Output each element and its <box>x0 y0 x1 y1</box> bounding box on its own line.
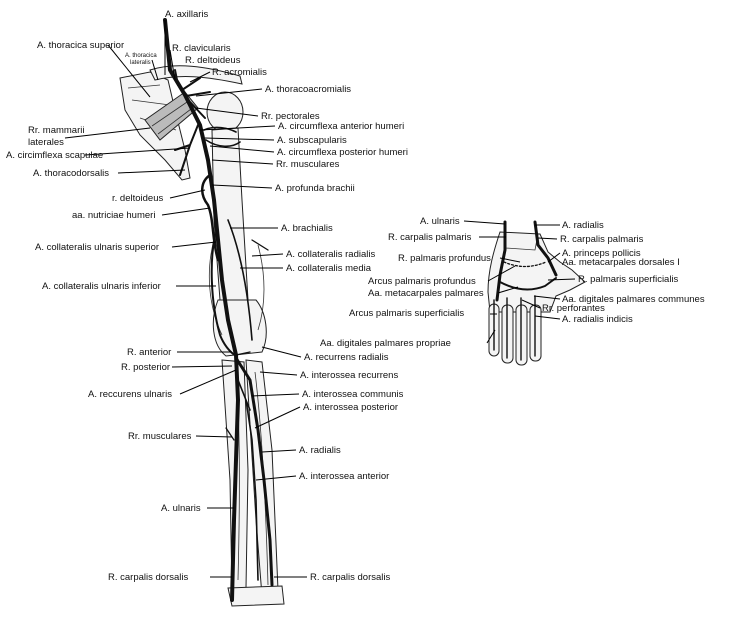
label-mammarii-2: laterales <box>28 137 64 148</box>
label-metacarpales-dorsales: Aa. metacarpales dorsales I <box>562 257 680 268</box>
label-perforantes: Rr. perforantes <box>542 303 605 314</box>
label-profunda-brachii: A. profunda brachii <box>275 183 355 194</box>
hand-radial-artery <box>533 220 558 277</box>
label-musculares-lower: Rr. musculares <box>128 431 192 442</box>
label-ulnaris: A. ulnaris <box>161 503 201 514</box>
label-subscapularis: A. subscapularis <box>277 135 347 146</box>
label-thoracica-lateralis-1: A. thoracica <box>125 53 157 59</box>
label-arcus-superficialis: Arcus palmaris superficialis <box>349 308 464 319</box>
label-interossea-posterior: A. interossea posterior <box>303 402 398 413</box>
label-brachialis: A. brachialis <box>281 223 333 234</box>
label-interossea-recurrens: A. interossea recurrens <box>300 370 398 381</box>
label-hand-ulnaris: A. ulnaris <box>420 216 460 227</box>
label-radialis: A. radialis <box>299 445 341 456</box>
label-r-deltoideus: r. deltoideus <box>112 193 163 204</box>
label-coll-radialis: A. collateralis radialis <box>286 249 375 260</box>
label-princeps-pollicis: A. princeps pollicis <box>562 248 641 259</box>
deep-palmar-arch <box>503 261 547 268</box>
hand-leader-lines <box>463 220 576 344</box>
label-r-anterior: R. anterior <box>127 347 171 358</box>
label-carpalis-dorsalis-right: R. carpalis dorsalis <box>310 572 390 583</box>
arm-labels: A. axillaris A. thoracica superior A. th… <box>6 9 408 583</box>
label-r-posterior: R. posterior <box>121 362 170 373</box>
arm-leader-lines <box>64 20 307 578</box>
small-branches <box>225 239 269 441</box>
hand-labels: A. ulnaris A. radialis R. carpalis palma… <box>320 216 705 349</box>
label-thoracica-lateralis-2: lateralis <box>130 60 151 66</box>
label-coll-ulnaris-superior: A. collateralis ulnaris superior <box>35 242 159 253</box>
digital-arteries <box>493 295 536 361</box>
label-palmaris-profundus: R. palmaris profundus <box>398 253 491 264</box>
label-metacarpales-palmares: Aa. metacarpales palmares <box>368 288 484 299</box>
superficial-palmar-arch <box>499 277 557 291</box>
label-circumflexa-scapulae: A. circimflexa scapulae <box>6 150 103 161</box>
label-coll-ulnaris-inferior: A. collateralis ulnaris inferior <box>42 281 161 292</box>
circumflex-humeral-arteries <box>203 126 241 148</box>
label-nutriciae: aa. nutriciae humeri <box>72 210 155 221</box>
collateral-ulnar-artery <box>210 234 237 357</box>
label-axillaris: A. axillaris <box>165 9 209 20</box>
hand-illustration <box>487 220 586 366</box>
label-carpalis-dorsalis-left: R. carpalis dorsalis <box>108 572 188 583</box>
label-interossea-communis: A. interossea communis <box>302 389 404 400</box>
label-thoracica-superior: A. thoracica superior <box>37 40 124 51</box>
label-deltoideus: R. deltoideus <box>185 55 241 66</box>
label-thoracoacromialis: A. thoracoacromialis <box>265 84 351 95</box>
label-musculares-upper: Rr. musculares <box>276 159 340 170</box>
arm-illustration <box>119 18 285 607</box>
label-carpalis-palmaris-left: R. carpalis palmaris <box>388 232 472 243</box>
label-radialis-indicis: A. radialis indicis <box>562 314 633 325</box>
label-digitales-communes: Aa. digitales palmares communes <box>562 294 705 305</box>
label-reccurens-ulnaris: A. reccurens ulnaris <box>88 389 172 400</box>
label-recurrens-radialis: A. recurrens radialis <box>304 352 389 363</box>
label-interossea-anterior: A. interossea anterior <box>299 471 389 482</box>
axillary-brachial-artery <box>163 18 240 602</box>
label-hand-radialis: A. radialis <box>562 220 604 231</box>
collateral-radial-artery <box>227 219 253 341</box>
hand-ulnar-artery <box>495 220 507 302</box>
label-carpalis-palmaris-right: R. carpalis palmaris <box>560 234 644 245</box>
thoracoacromial-branches <box>174 69 211 119</box>
label-mammarii-1: Rr. mammarii <box>28 125 84 136</box>
label-acromialis: R. acromialis <box>212 67 267 78</box>
label-thoracodorsalis: A. thoracodorsalis <box>33 168 109 179</box>
label-arcus-profundus: Arcus palmaris profundus <box>368 276 476 287</box>
muscle-fibers <box>151 99 196 135</box>
interosseous-arteries <box>237 379 259 581</box>
label-digitales-propriae: Aa. digitales palmares propriae <box>320 338 451 349</box>
label-clavicularis: R. clavicularis <box>172 43 231 54</box>
label-circumflexa-anterior: A. circumflexa anterior humeri <box>278 121 404 132</box>
wrist <box>227 585 285 607</box>
label-coll-media: A. collateralis media <box>286 263 372 274</box>
palm-outline <box>487 231 586 313</box>
label-pectorales: Rr. pectorales <box>261 111 320 122</box>
label-circumflexa-posterior: A. circumflexa posterior humeri <box>277 147 408 158</box>
label-palmaris-superficialis: R. palmaris superficialis <box>578 274 679 285</box>
radial-artery-arm <box>234 356 274 587</box>
